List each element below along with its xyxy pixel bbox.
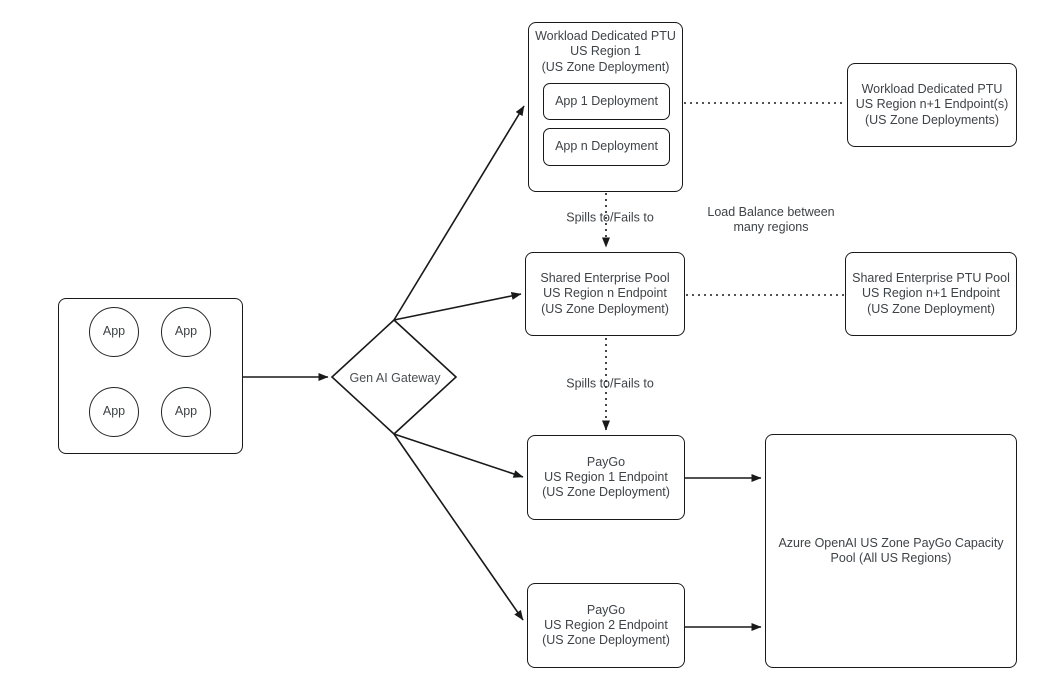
node-title-line: PayGo	[586, 454, 626, 469]
node-workload-dedicated-ptu-region-n1: Workload Dedicated PTU US Region n+1 End…	[847, 63, 1017, 147]
app-label: App	[102, 324, 126, 339]
edge-gateway-to-workload-r1	[393, 105, 525, 321]
edge-gateway-to-paygo-r2	[393, 433, 524, 621]
label-load-balance: Load Balance between many regions	[707, 205, 834, 235]
label-spills-to-fails-to-mid: Spills to/Fails to	[566, 376, 654, 391]
deployment-label: App 1 Deployment	[555, 93, 658, 108]
node-appn-deployment: App n Deployment	[543, 128, 670, 166]
node-paygo-region1: PayGo US Region 1 Endpoint (US Zone Depl…	[527, 435, 685, 520]
edge-gateway-to-paygo-r1	[393, 433, 524, 478]
node-azure-openai-paygo-capacity-pool: Azure OpenAI US Zone PayGo Capacity Pool…	[765, 434, 1017, 668]
node-title-line: (US Zone Deployment)	[867, 301, 995, 316]
label-spills-to-fails-to-top: Spills to/Fails to	[566, 210, 654, 225]
label-load-balance-line2: many regions	[733, 220, 809, 234]
node-title-line: Shared Enterprise Pool	[540, 271, 670, 286]
app-label: App	[174, 324, 198, 339]
node-title-line: (US Zone Deployments)	[864, 112, 1000, 127]
node-workload-dedicated-ptu-region1: Workload Dedicated PTU US Region 1 (US Z…	[528, 22, 683, 192]
node-title-line: Workload Dedicated PTU	[861, 82, 1003, 97]
node-title-line: PayGo	[586, 602, 626, 617]
app-label: App	[102, 404, 126, 419]
node-source-apps: App App App App	[58, 298, 243, 454]
label-load-balance-line1: Load Balance between	[707, 205, 835, 219]
edge-gateway-to-shared-rn	[393, 291, 522, 321]
node-title-line: Shared Enterprise PTU Pool	[852, 271, 1010, 286]
app-label: App	[174, 404, 198, 419]
node-title-line: US Region n Endpoint	[543, 286, 667, 301]
node-title-line: (US Zone Deployment)	[541, 59, 670, 74]
app-circle-2: App	[161, 307, 211, 357]
app-circle-3: App	[89, 387, 139, 437]
node-title-line: Workload Dedicated PTU	[535, 29, 676, 43]
node-title-line: US Region 2 Endpoint	[544, 617, 668, 632]
gateway-diamond-shape	[330, 318, 458, 436]
node-app1-deployment: App 1 Deployment	[543, 83, 670, 120]
node-paygo-region2: PayGo US Region 2 Endpoint (US Zone Depl…	[527, 583, 685, 668]
deployment-label: App n Deployment	[555, 139, 658, 154]
node-title-line: (US Zone Deployment)	[542, 485, 670, 500]
node-title-line: (US Zone Deployment)	[542, 633, 670, 648]
node-shared-enterprise-pool-region-n: Shared Enterprise Pool US Region n Endpo…	[525, 252, 685, 336]
node-title-line: (US Zone Deployment)	[541, 301, 669, 316]
gateway-label: Gen AI Gateway	[349, 371, 441, 385]
node-title-line: US Region 1 Endpoint	[544, 469, 668, 484]
app-circle-4: App	[161, 387, 211, 437]
node-shared-enterprise-ptu-pool-region-n1: Shared Enterprise PTU Pool US Region n+1…	[845, 252, 1017, 336]
node-title-line: Azure OpenAI US Zone PayGo Capacity	[778, 535, 1004, 550]
node-title-line: US Region 1	[570, 44, 641, 59]
node-title-line: US Region n+1 Endpoint	[862, 286, 1000, 301]
node-title-line: US Region n+1 Endpoint(s)	[855, 97, 1009, 112]
app-circle-1: App	[89, 307, 139, 357]
node-title-line: Pool (All US Regions)	[830, 551, 952, 565]
